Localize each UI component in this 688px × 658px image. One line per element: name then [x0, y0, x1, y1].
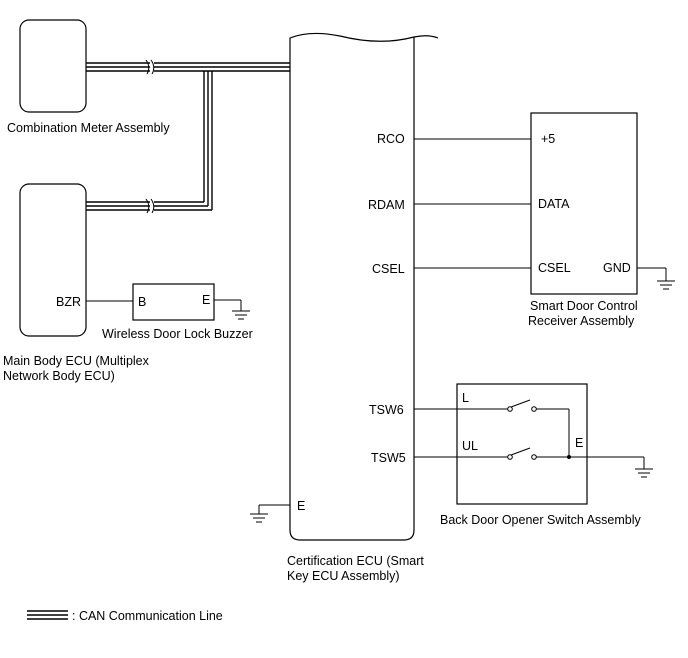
tsw5-pin: TSW5: [371, 451, 406, 465]
can-bus-lines: [86, 59, 290, 214]
rdam-pin: RDAM: [368, 198, 405, 212]
receiver-ground-icon: [657, 280, 675, 290]
main-body-ecu-box: [19, 183, 87, 337]
back-door-opener-switch: L UL E Back Door Opener Switch Assembly: [414, 383, 653, 527]
can-line-legend-icon: [27, 610, 68, 620]
wireless-door-lock-buzzer: B E Wireless Door Lock Buzzer: [86, 283, 253, 341]
cert-ground-icon: [250, 513, 268, 523]
receiver-data-pin: DATA: [538, 197, 570, 211]
receiver-label-line2: Receiver Assembly: [528, 314, 635, 328]
switch-ground-icon: [635, 468, 653, 478]
buzzer-box: [132, 283, 215, 321]
buzzer-b-pin: B: [138, 295, 146, 309]
main-body-ecu-label-line2: Network Body ECU): [3, 369, 115, 383]
switch-l-pin: L: [462, 391, 469, 405]
receiver-plus5-pin: +5: [541, 132, 555, 146]
cert-e-pin: E: [297, 499, 305, 513]
certification-ecu-label-line2: Key ECU Assembly): [287, 569, 400, 583]
can-line-legend-label: : CAN Communication Line: [72, 609, 223, 623]
switch-ul-pin: UL: [462, 439, 478, 453]
receiver-gnd-pin: GND: [603, 261, 631, 275]
buzzer-e-pin: E: [202, 293, 210, 307]
tsw6-pin: TSW6: [369, 403, 404, 417]
combination-meter-assembly: Combination Meter Assembly: [7, 19, 170, 135]
switch-box: [456, 383, 588, 505]
main-body-ecu: BZR Main Body ECU (Multiplex Network Bod…: [3, 183, 150, 383]
combination-meter-label: Combination Meter Assembly: [7, 121, 170, 135]
legend: : CAN Communication Line: [27, 609, 223, 623]
main-body-ecu-label-line1: Main Body ECU (Multiplex: [3, 354, 150, 368]
receiver-label-line1: Smart Door Control: [530, 299, 638, 313]
cert-ecu-ground: [250, 504, 290, 523]
switch-label: Back Door Opener Switch Assembly: [440, 513, 642, 527]
buzzer-ground-icon: [232, 310, 250, 320]
buzzer-label: Wireless Door Lock Buzzer: [102, 327, 253, 341]
certification-ecu: RCO RDAM CSEL TSW6 TSW5 E Certification …: [287, 32, 439, 583]
combination-meter-box: [19, 19, 87, 113]
bzr-pin-label: BZR: [56, 295, 81, 309]
rco-pin: RCO: [377, 132, 405, 146]
receiver-box: [530, 112, 638, 295]
certification-ecu-label-line1: Certification ECU (Smart: [287, 554, 424, 568]
switch-e-pin: E: [575, 436, 583, 450]
csel-pin: CSEL: [372, 262, 405, 276]
smart-door-control-receiver: +5 DATA CSEL GND Smart Door Control Rece…: [414, 112, 675, 328]
receiver-csel-pin: CSEL: [538, 261, 571, 275]
